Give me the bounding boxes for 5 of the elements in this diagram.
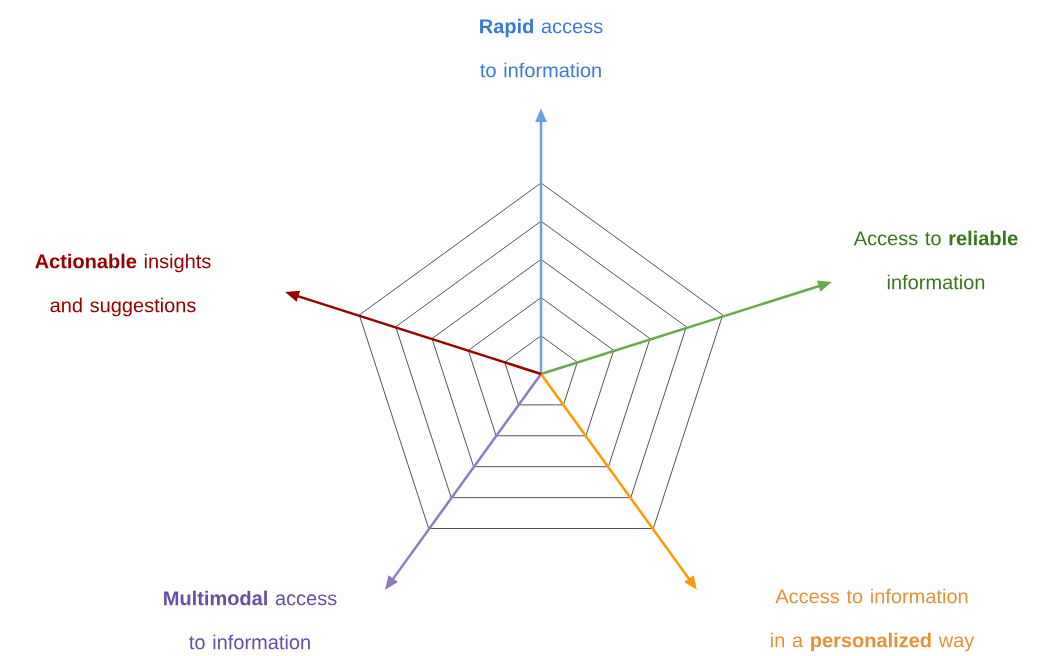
axis-label: Rapid access to information <box>480 18 603 78</box>
axis-label: Access to information in a personalized way <box>771 588 975 652</box>
axis-label: Multimodal access to information <box>164 590 337 650</box>
axis-label: Actionable insights and suggestions <box>35 253 211 317</box>
axis-label: Access to reliable information <box>853 230 1018 290</box>
